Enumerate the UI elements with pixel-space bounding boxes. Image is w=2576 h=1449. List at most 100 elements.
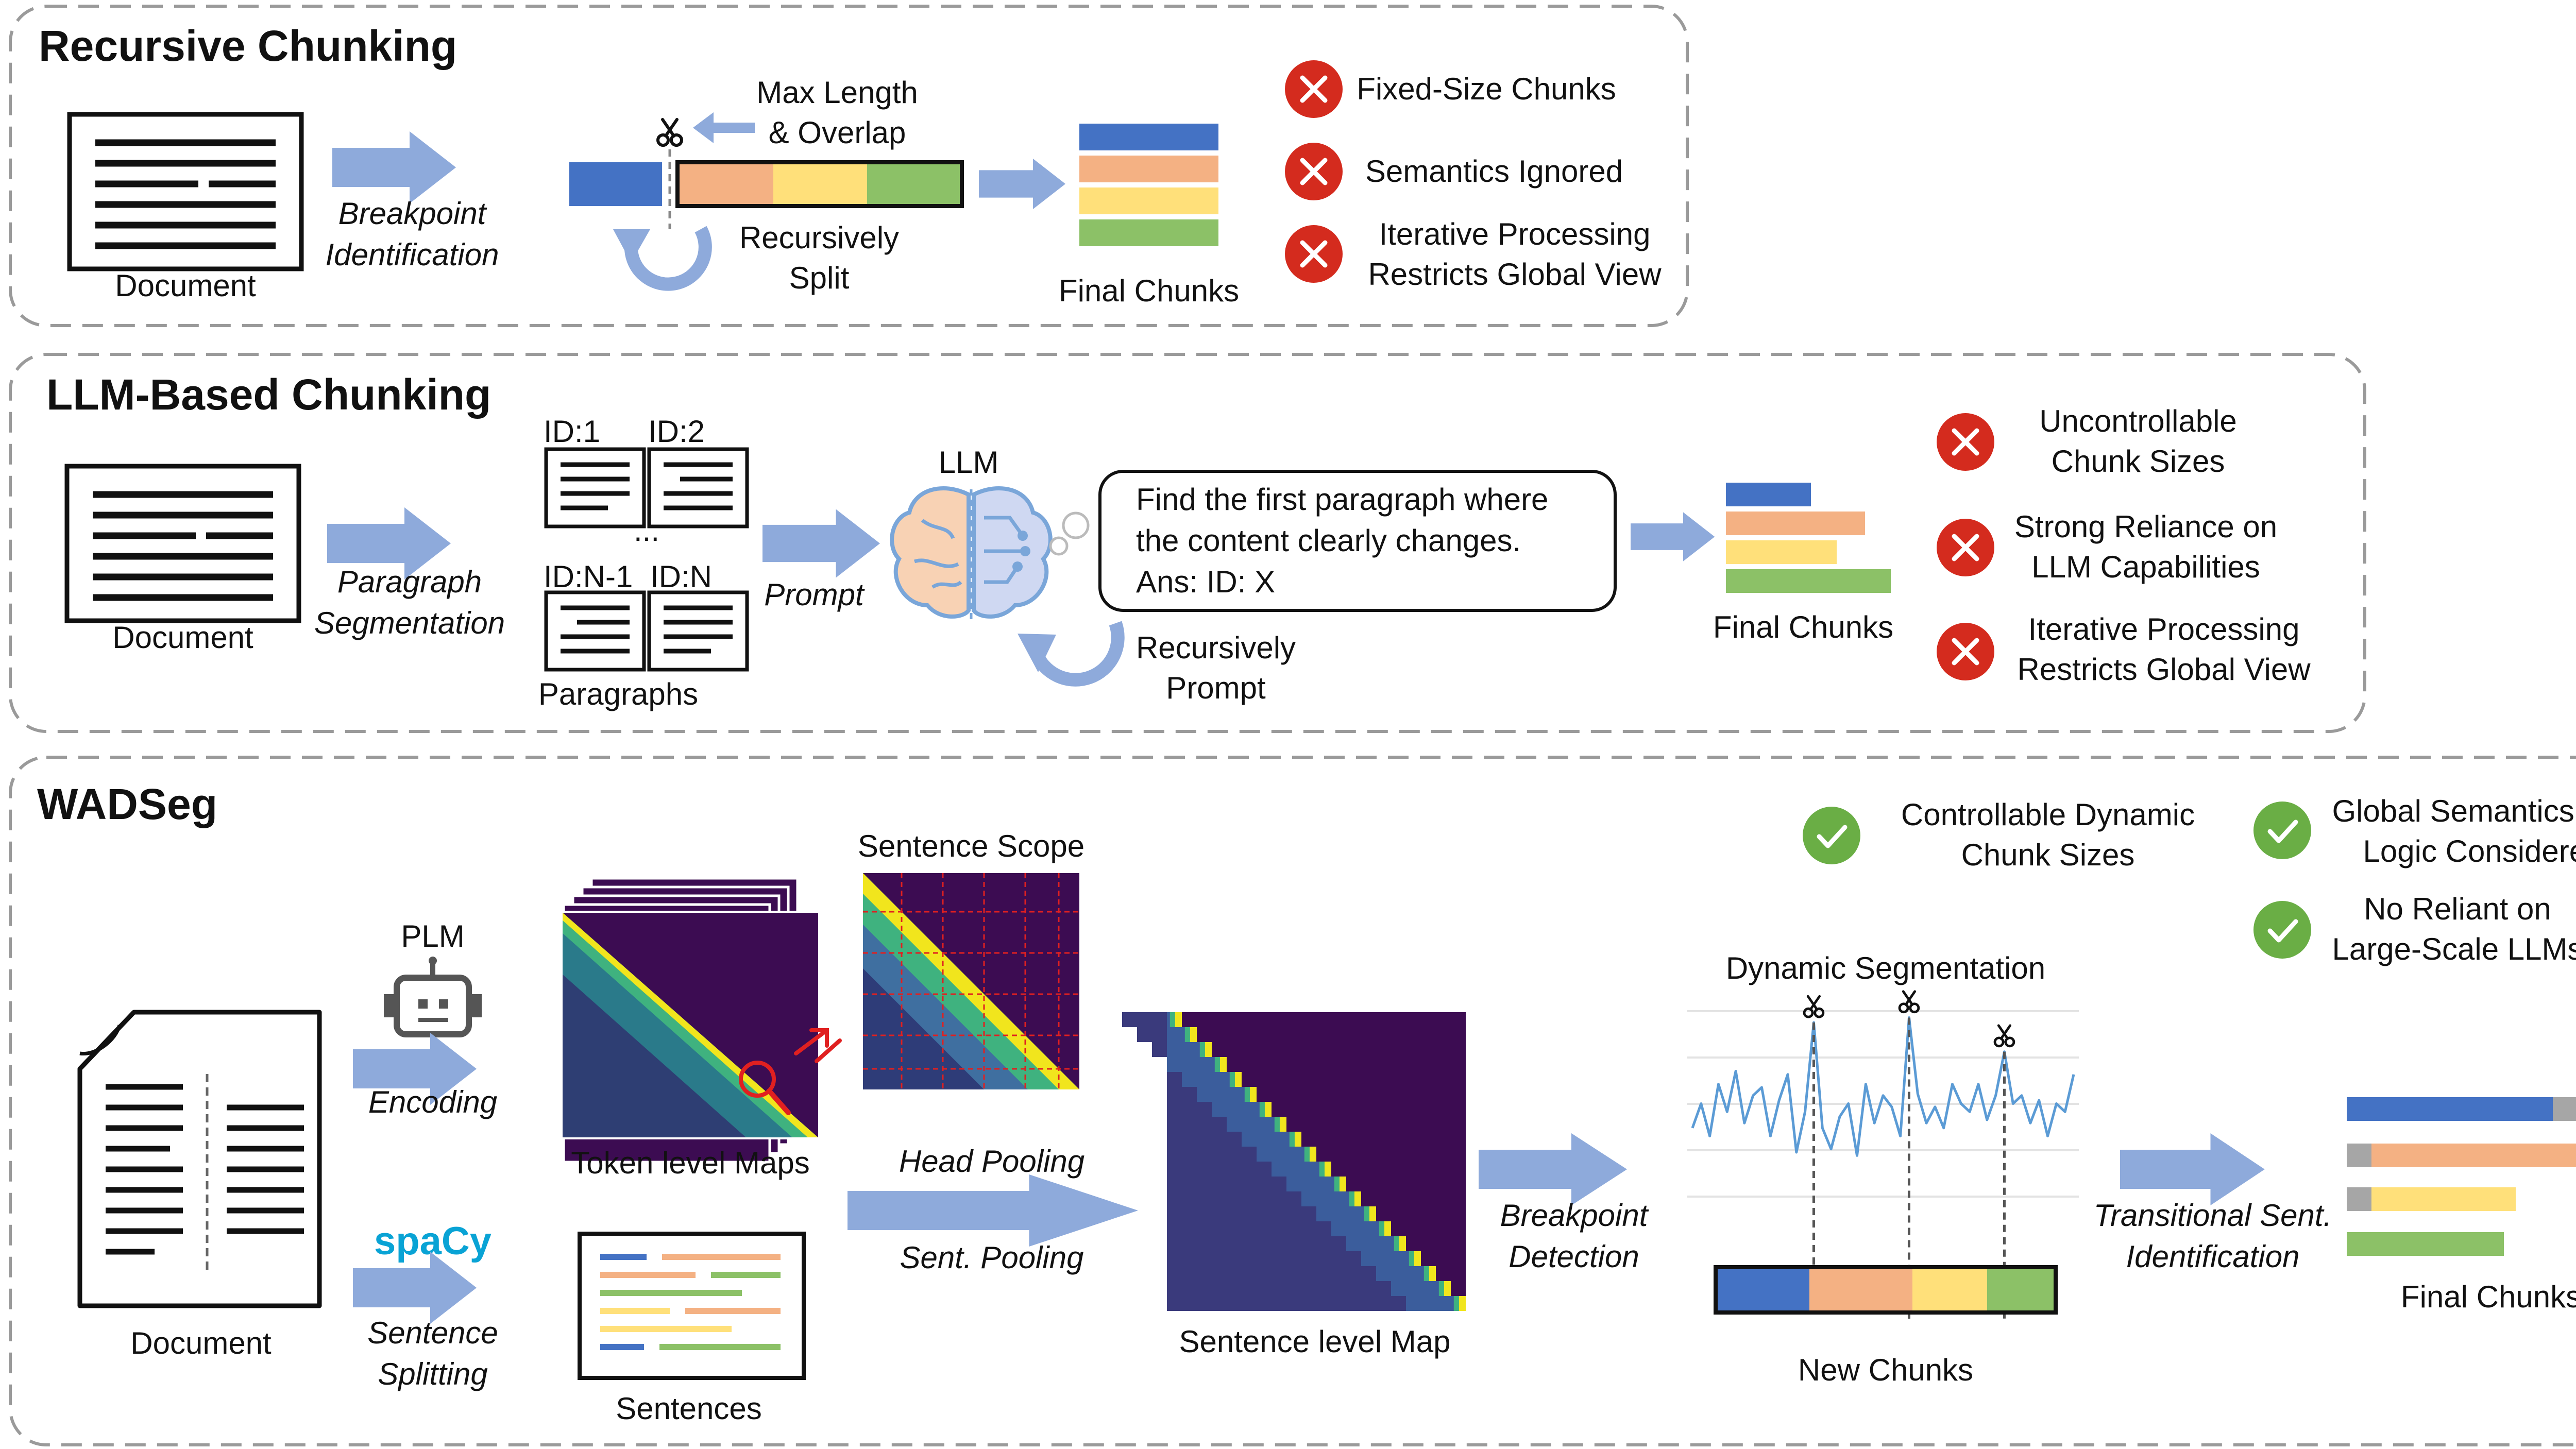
panel-llm-based-chunking: LLM-Based Chunking Document Paragraph Se… (9, 353, 2366, 733)
para-ellipsis: ... (634, 513, 659, 548)
arrow-icon (332, 131, 456, 203)
breakpoint-line1: Breakpoint (1500, 1198, 1649, 1233)
split-label-line2: Split (789, 261, 850, 295)
document-icon (70, 114, 301, 269)
llm-label: LLM (939, 445, 999, 480)
panel-border (9, 5, 1689, 327)
document-icon (77, 1010, 322, 1308)
brain-icon (890, 486, 1090, 621)
prompt-label: Prompt (764, 577, 865, 612)
con-reliance-line2: LLM Capabilities (2031, 550, 2260, 584)
paragraph-icon (649, 592, 747, 670)
recursive-prompt-line1: Recursively (1136, 630, 1296, 665)
step-label-line2: Segmentation (314, 606, 505, 640)
prompt-text-line3: Ans: ID: X (1136, 565, 1275, 599)
recursive-loop-icon (613, 226, 712, 291)
final-chunks-label: Final Chunks (1059, 274, 1239, 308)
con-uncontrollable-line1: Uncontrollable (2039, 404, 2237, 438)
para-id-n: ID:N (650, 559, 712, 594)
arrow-icon (762, 509, 880, 578)
scissors-icon (1900, 992, 1919, 1012)
chunk-blue (569, 162, 662, 206)
paragraph-icon (546, 592, 644, 670)
cross-icon (1937, 413, 1994, 471)
split-label-line1: Recursively (739, 220, 899, 255)
cross-icon (1937, 623, 1994, 680)
chunk-orange (680, 164, 773, 204)
arrow-icon (848, 1174, 1138, 1247)
check-icon (2253, 901, 2311, 959)
final-chunks-stack (2347, 1097, 2576, 1256)
check-icon (1803, 807, 1860, 864)
sent-pooling-label: Sent. Pooling (900, 1240, 1084, 1275)
step-label-line1: Paragraph (337, 565, 482, 599)
document-label: Document (130, 1326, 272, 1360)
con-iterative-line1: Iterative Processing (1379, 217, 1651, 251)
con-semantics-ignored: Semantics Ignored (1365, 154, 1623, 189)
head-pooling-label: Head Pooling (899, 1144, 1084, 1179)
con-iterative-line2: Restricts Global View (1368, 257, 1662, 292)
cross-icon (1285, 60, 1343, 118)
sentence-map (1122, 1012, 1466, 1311)
chunk-green (867, 164, 960, 204)
panel-title: LLM-Based Chunking (46, 370, 491, 419)
paragraphs-label: Paragraphs (538, 677, 698, 711)
para-id-n-1: ID:N-1 (544, 559, 633, 594)
token-maps-stack (561, 877, 820, 1164)
pro-llm-line2: Large-Scale LLMs (2332, 932, 2576, 966)
paragraph-icon (649, 449, 747, 526)
sentences-card (578, 1232, 806, 1380)
arrow-icon (979, 159, 1065, 209)
arrow-icon (1479, 1133, 1627, 1205)
arrow-icon (2120, 1133, 2265, 1205)
arrow-icon (1631, 512, 1715, 561)
final-chunks-stack (1079, 124, 1218, 246)
pro-llm-line1: No Reliant on (2364, 892, 2551, 926)
check-icon (2253, 802, 2311, 859)
new-chunks-label: New Chunks (1798, 1353, 1973, 1387)
step-label-line2: Identification (326, 237, 499, 272)
panel-border (9, 353, 2366, 733)
token-maps-label: Token level Maps (571, 1146, 810, 1180)
recursive-prompt-line2: Prompt (1166, 671, 1266, 705)
sentences-label: Sentences (616, 1391, 762, 1426)
max-length-line1: Max Length (756, 75, 918, 110)
con-uncontrollable-line2: Chunk Sizes (2052, 444, 2225, 479)
robot-icon (384, 957, 482, 1037)
encoding-label: Encoding (368, 1085, 497, 1119)
chunk-yellow (773, 164, 867, 204)
scissors-icon (658, 120, 682, 145)
max-length-line2: & Overlap (769, 115, 906, 150)
new-chunks-bar (1714, 1265, 2058, 1315)
scissors-icon (1995, 1026, 2014, 1046)
document-label: Document (115, 268, 256, 303)
final-chunks-stack (1726, 483, 1891, 593)
cross-icon (1937, 519, 1994, 576)
split-bar (569, 149, 964, 229)
con-iterative-line1: Iterative Processing (2028, 612, 2300, 646)
breakpoint-line2: Detection (1509, 1239, 1639, 1274)
document-label: Document (112, 620, 253, 655)
magnifier-icon (739, 1028, 842, 1115)
panel-recursive-chunking: Recursive Chunking Document Breakpoint I… (9, 5, 1689, 327)
arrow-left-icon (693, 112, 755, 143)
document-icon (67, 466, 299, 621)
step-label-line1: Breakpoint (338, 196, 487, 231)
transitional-line1: Transitional Sent. (2094, 1198, 2332, 1233)
recursive-loop-icon (1018, 621, 1125, 687)
transitional-line2: Identification (2126, 1239, 2300, 1274)
scissors-icon (1804, 996, 1823, 1017)
cross-icon (1285, 143, 1343, 200)
pro-global-line2: Logic Considered (2363, 834, 2576, 868)
final-chunks-label: Final Chunks (1713, 610, 1893, 644)
prompt-text-line2: the content clearly changes. (1136, 523, 1521, 558)
panel-title: Recursive Chunking (39, 22, 457, 70)
pro-controllable-line1: Controllable Dynamic (1901, 797, 2195, 832)
prompt-text-line1: Find the first paragraph where (1136, 482, 1548, 517)
sentence-splitting-line2: Splitting (378, 1357, 487, 1391)
final-chunks-label: Final Chunks (2401, 1280, 2576, 1314)
con-reliance-line1: Strong Reliance on (2014, 509, 2277, 544)
sentence-scope-label: Sentence Scope (858, 829, 1084, 863)
plm-label: PLM (401, 919, 464, 953)
